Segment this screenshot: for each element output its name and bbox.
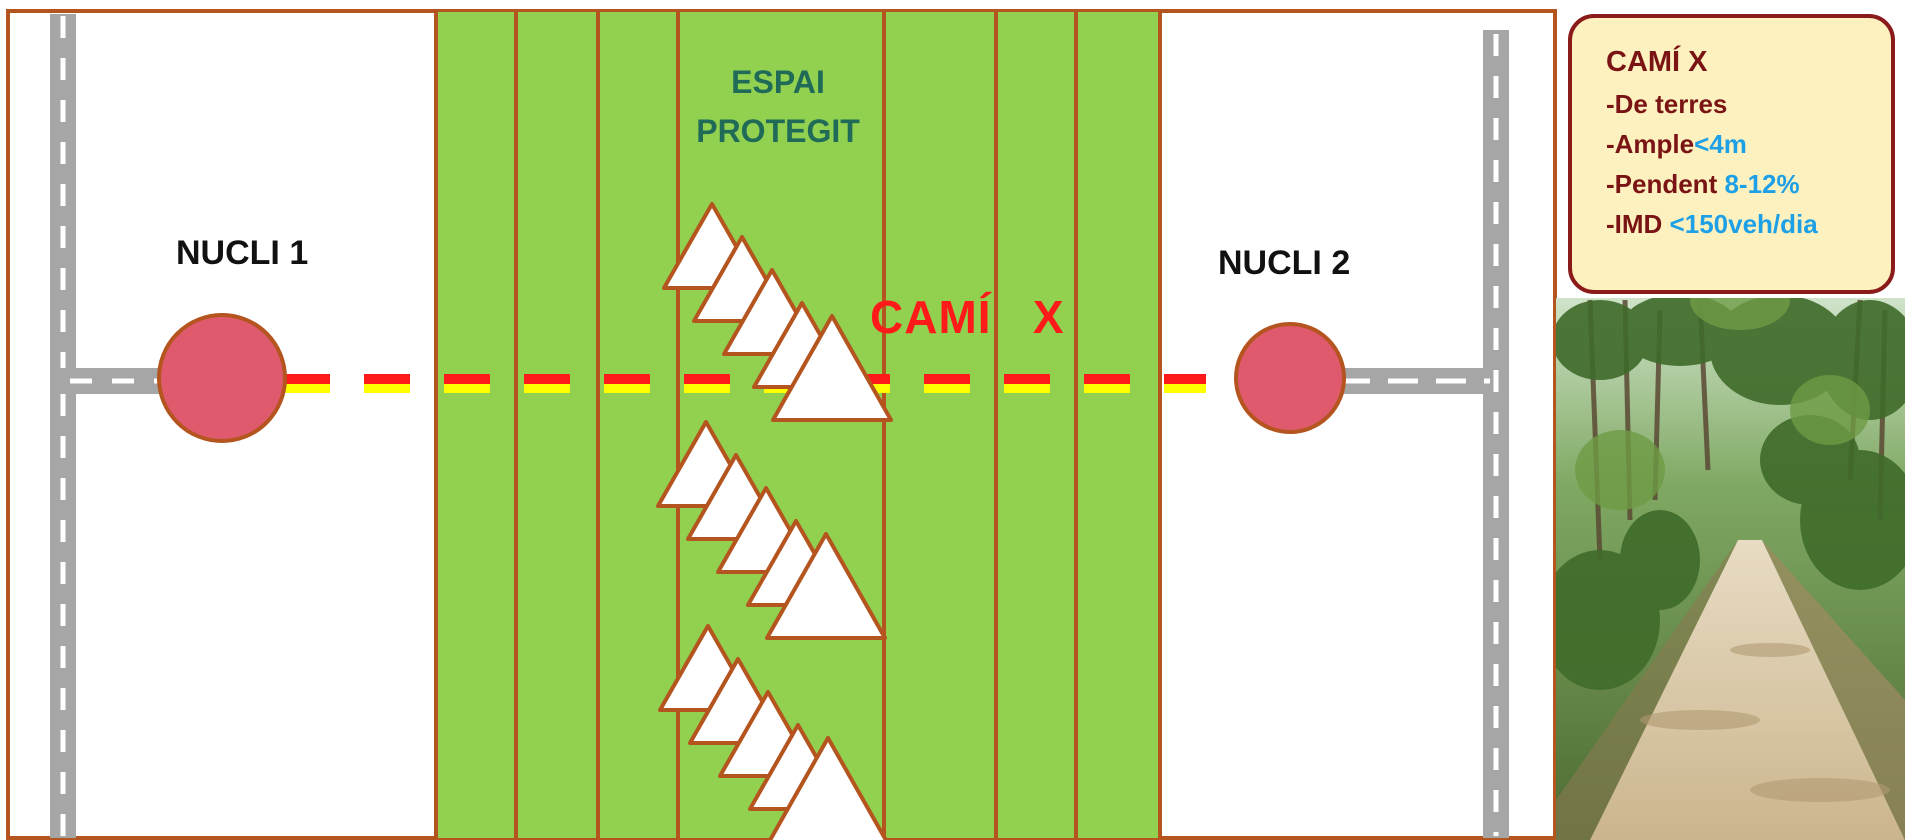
info-item-slope-text: -Pendent xyxy=(1606,169,1725,199)
nucli-1-node xyxy=(157,313,287,443)
left-road xyxy=(50,14,76,838)
info-item-width-value: <4m xyxy=(1694,129,1747,159)
info-item-slope: -Pendent 8-12% xyxy=(1606,164,1891,204)
forest-road-photo xyxy=(1556,298,1905,840)
tree-triangles-group-2 xyxy=(656,420,887,640)
cami-x-label-text: CAMÍ X xyxy=(870,291,1065,343)
info-item-width-text: -Ample xyxy=(1606,129,1695,159)
nucli-1-label: NUCLI 1 xyxy=(176,234,309,272)
nucli-2-label: NUCLI 2 xyxy=(1218,244,1351,282)
cami-x-label: CAMÍ X xyxy=(870,294,1065,340)
info-item-surface: -De terres xyxy=(1606,84,1891,124)
tree-triangle xyxy=(765,532,887,640)
tree-triangle xyxy=(767,736,889,840)
protected-area xyxy=(436,12,1160,838)
info-box-title: CAMÍ X xyxy=(1606,46,1708,78)
nucli-2-node xyxy=(1234,322,1346,434)
info-item-surface-text: -De terres xyxy=(1606,89,1728,119)
tree-triangle xyxy=(771,314,893,422)
info-item-imd: -IMD <150veh/dia xyxy=(1606,204,1891,244)
cami-info-box: CAMÍ X -De terres -Ample<4m -Pendent 8-1… xyxy=(1568,14,1895,294)
info-item-imd-value: <150veh/dia xyxy=(1669,209,1818,239)
right-road xyxy=(1483,30,1509,838)
info-item-width: -Ample<4m xyxy=(1606,124,1891,164)
tree-triangles-group-3 xyxy=(658,624,889,840)
tree-triangles-group-1 xyxy=(662,202,893,422)
right-connector-road xyxy=(1332,368,1492,394)
info-item-slope-value: 8-12% xyxy=(1724,169,1800,199)
info-item-imd-text: -IMD xyxy=(1606,209,1670,239)
espai-protegit-label: ESPAI PROTEGIT xyxy=(696,64,860,149)
